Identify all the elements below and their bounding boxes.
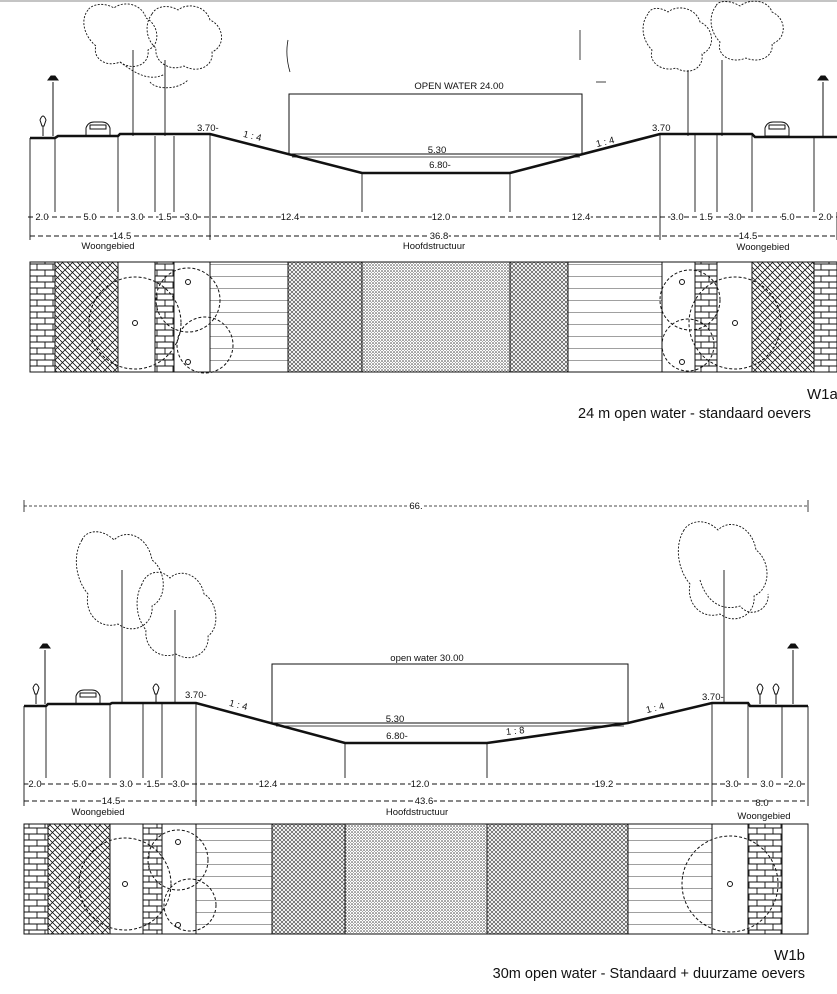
- section-code-b: W1b: [774, 947, 805, 964]
- total-left-a: 14.5: [112, 231, 132, 242]
- dim-a-7: 12.4: [571, 212, 591, 223]
- dim-b-4: 3.0: [172, 779, 186, 790]
- zone-left-a: Woongebied: [81, 241, 135, 252]
- dim-a-11: 5.0: [781, 212, 795, 223]
- bottom-level-a: 6.80-: [429, 160, 451, 171]
- car-right-a: [764, 121, 790, 137]
- total-middle-a: 36.8: [429, 231, 449, 242]
- slope-inner-b: 1 : 8: [505, 725, 526, 738]
- dim-b-3: 1.5: [146, 779, 160, 790]
- dim-a-3: 1.5: [158, 212, 172, 223]
- zone-middle-b: Hoofdstructuur: [385, 807, 449, 818]
- overall-width-b: 66.: [409, 501, 423, 512]
- tree-right-b: [677, 521, 769, 704]
- dim-a-10: 3.0: [728, 212, 742, 223]
- substructure-b: [23, 703, 809, 778]
- dim-a-1: 5.0: [83, 212, 97, 223]
- section-code-a: W1a: [807, 386, 837, 403]
- zone-middle-a: Hoofdstructuur: [402, 241, 466, 252]
- dim-a-5: 12.4: [280, 212, 300, 223]
- total-middle-b: 43.6: [414, 796, 434, 807]
- section-caption-b: 30m open water - Standaard + duurzame oe…: [492, 966, 805, 982]
- dim-a-0: 2.0: [35, 212, 49, 223]
- right-bank-level-a: 3.70: [652, 123, 671, 134]
- dim-a-2: 3.0: [130, 212, 144, 223]
- dim-b-2: 3.0: [119, 779, 133, 790]
- open-water-label-b: open water 30.00: [390, 653, 464, 664]
- dim-a-8: 3.0: [670, 212, 684, 223]
- ground-profile-a: [30, 132, 837, 175]
- plan-strip-b: [23, 823, 809, 935]
- zone-left-b: Woongebied: [71, 807, 125, 818]
- open-water-label-a: OPEN WATER 24.00: [414, 81, 504, 92]
- bottom-level-b: 6.80-: [386, 731, 408, 742]
- dim-b-5: 12.4: [258, 779, 278, 790]
- dim-b-7: 19.2: [594, 779, 614, 790]
- tree-left-b: [75, 531, 217, 703]
- dim-b-10: 2.0: [788, 779, 802, 790]
- dim-b-9: 3.0: [760, 779, 774, 790]
- section-w1b: [23, 500, 809, 935]
- total-right-a: 14.5: [738, 231, 758, 242]
- right-bank-level-b: 3.70-: [702, 692, 724, 703]
- substructure-a: [29, 134, 815, 212]
- section-caption-a: 24 m open water - standaard oevers: [578, 406, 811, 422]
- total-left-b: 14.5: [101, 796, 121, 807]
- dim-a-4: 3.0: [184, 212, 198, 223]
- water-level-b: 5.30: [385, 714, 405, 725]
- dim-a-12: 2.0: [818, 212, 832, 223]
- lamp-left-a: [39, 75, 59, 136]
- zone-right-a: Woongebied: [736, 242, 790, 253]
- car-left-b: [75, 689, 101, 705]
- dim-b-1: 5.0: [73, 779, 87, 790]
- total-right-b: 8.0: [755, 798, 769, 809]
- zone-right-b: Woongebied: [737, 811, 791, 822]
- dim-a-9: 1.5: [699, 212, 713, 223]
- lamp-right-a: [817, 75, 829, 136]
- water-level-a: 5.30: [427, 145, 447, 156]
- section-w1a: [28, 0, 837, 374]
- plan-strip-a: [29, 261, 837, 374]
- dim-b-6: 12.0: [410, 779, 430, 790]
- open-water-box-b: [271, 663, 629, 724]
- dim-a-6: 12.0: [431, 212, 451, 223]
- dim-b-0: 2.0: [28, 779, 42, 790]
- left-bank-level-a: 3.70-: [197, 123, 219, 134]
- left-bank-level-b: 3.70-: [185, 690, 207, 701]
- lamp-right-b: [756, 643, 799, 704]
- tree-right-a: [642, 0, 784, 136]
- car-left-a: [85, 121, 111, 137]
- tree-left-a: [83, 3, 222, 136]
- dim-b-8: 3.0: [725, 779, 739, 790]
